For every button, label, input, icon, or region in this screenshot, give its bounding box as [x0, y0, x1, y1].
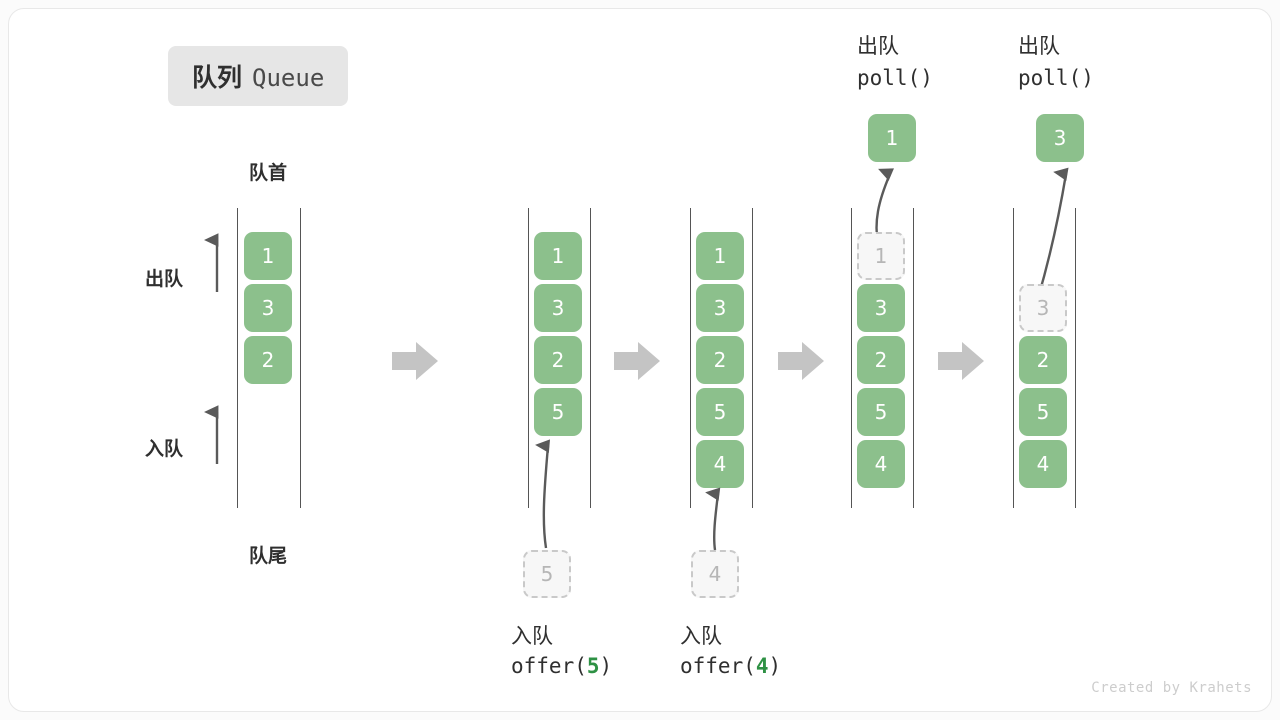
queue-element: 1 [534, 232, 582, 280]
step-arrow-icon [614, 342, 660, 380]
queue-element: 1 [696, 232, 744, 280]
queue-element: 3 [534, 284, 582, 332]
incoming-element-ghost: 4 [691, 550, 739, 598]
step-caption-cn: 入队 [511, 624, 553, 648]
poll-arrow-icon [1036, 167, 1069, 299]
queue-element: 2 [1019, 336, 1067, 384]
caption-fn-name: offer( [511, 654, 587, 678]
credit-text: Created by Krahets [1091, 680, 1252, 696]
queue-element: 3 [244, 284, 292, 332]
queue-element: 5 [696, 388, 744, 436]
dequeue-direction-arrow-icon [204, 233, 219, 292]
figure-title-en: Queue [252, 64, 325, 92]
queue-rail-left-4 [851, 208, 852, 508]
poll-title-code: poll() [857, 66, 933, 90]
queue-element: 3 [857, 284, 905, 332]
step-caption-cn: 入队 [680, 624, 722, 648]
queue-rail-right-5 [1075, 208, 1076, 508]
figure-title-badge: 队列 Queue [168, 46, 349, 106]
figure-title-cn: 队列 [192, 63, 243, 92]
enqueue-direction-label: 入队 [145, 438, 184, 460]
step-arrow-icon [938, 342, 984, 380]
caption-arg: 4 [755, 654, 769, 678]
queue-element: 2 [696, 336, 744, 384]
incoming-element-ghost: 5 [523, 550, 571, 598]
popped-element: 3 [1036, 114, 1084, 162]
enqueue-direction-arrow-icon [204, 405, 219, 464]
step-caption-code: offer(4) [680, 654, 781, 678]
queue-rail-right-4 [913, 208, 914, 508]
queue-rail-right-3 [752, 208, 753, 508]
queue-element: 4 [1019, 440, 1067, 488]
removed-element-ghost: 3 [1019, 284, 1067, 332]
enqueue-arrow-icon [705, 487, 721, 551]
queue-rail-left-2 [528, 208, 529, 508]
step-caption-code: offer(5) [511, 654, 612, 678]
queue-element: 3 [696, 284, 744, 332]
queue-element-new: 4 [696, 440, 744, 488]
popped-element: 1 [868, 114, 916, 162]
step-arrow-icon [778, 342, 824, 380]
queue-element: 2 [244, 336, 292, 384]
queue-element: 2 [534, 336, 582, 384]
removed-element-ghost: 1 [857, 232, 905, 280]
queue-element: 5 [1019, 388, 1067, 436]
queue-rail-right-1 [300, 208, 301, 508]
queue-element: 2 [857, 336, 905, 384]
queue-rail-right-2 [590, 208, 591, 508]
queue-element: 1 [244, 232, 292, 280]
queue-rail-left-5 [1013, 208, 1014, 508]
step-arrow-icon [392, 342, 438, 380]
caption-paren: ) [768, 654, 782, 678]
poll-title-cn: 出队 [1018, 34, 1060, 58]
tail-label: 队尾 [248, 545, 287, 567]
queue-element: 5 [857, 388, 905, 436]
caption-fn-name: offer( [680, 654, 756, 678]
head-label: 队首 [248, 162, 287, 184]
queue-rail-left-1 [237, 208, 238, 508]
queue-element: 4 [857, 440, 905, 488]
queue-element-new: 5 [534, 388, 582, 436]
enqueue-arrow-icon [535, 439, 551, 549]
caption-arg: 5 [586, 654, 600, 678]
dequeue-direction-label: 出队 [145, 268, 184, 290]
caption-paren: ) [599, 654, 613, 678]
poll-title-cn: 出队 [857, 34, 899, 58]
poll-title-code: poll() [1018, 66, 1094, 90]
queue-rail-left-3 [690, 208, 691, 508]
